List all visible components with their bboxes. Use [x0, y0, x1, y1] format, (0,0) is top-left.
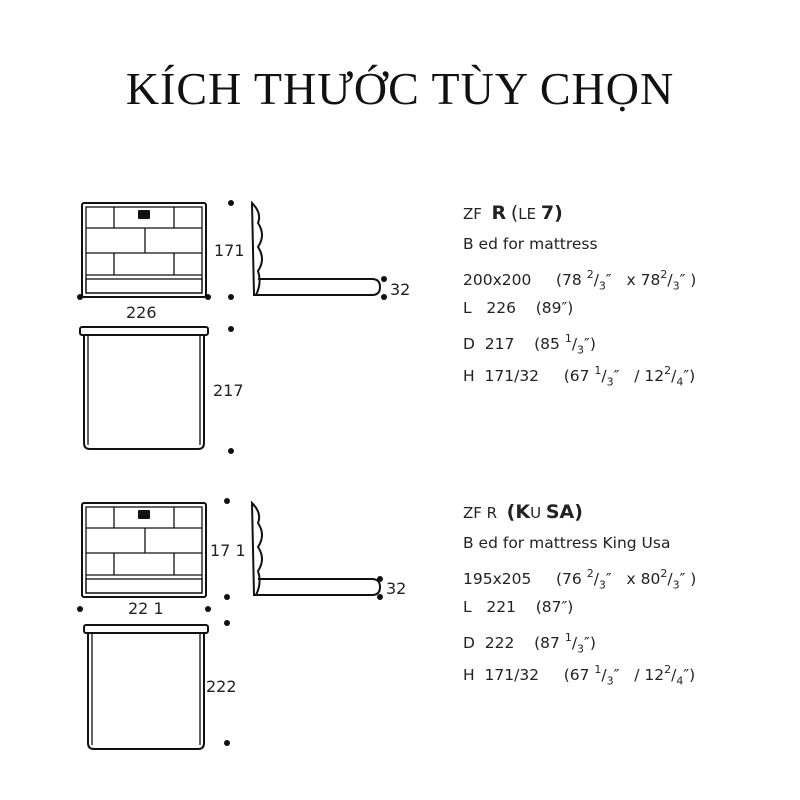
plan-headboard [83, 624, 209, 634]
dim-base: 32 [386, 579, 407, 598]
bed-drawing-2: 17 1 22 1 222 32 [0, 495, 460, 785]
headboard-side [250, 200, 263, 296]
length-row: L 221 (87″) [463, 598, 574, 616]
depth-row: D 217 (85 1/3″) [463, 332, 596, 357]
bed-line-drawing [77, 200, 387, 454]
dim-height: 17 1 [210, 541, 246, 560]
description: B ed for mattress [463, 235, 598, 253]
logo-badge [138, 210, 150, 219]
dim-height: 171 [214, 241, 245, 260]
spec-block-2: ZF R (KU SA) B ed for mattress King Usa … [463, 497, 793, 687]
model-code: ZF R (LE 7) [463, 202, 563, 224]
bed-line-drawing [77, 498, 383, 750]
dim-depth: 222 [206, 677, 237, 696]
height-row: H 171/32 (67 1/3″ / 122/4″) [463, 364, 696, 389]
dim-width: 22 1 [128, 599, 164, 618]
headboard-front [81, 502, 207, 598]
model-code: ZF R (KU SA) [463, 501, 583, 523]
height-row: H 171/32 (67 1/3″ / 122/4″) [463, 663, 696, 688]
dim-depth: 217 [213, 381, 244, 400]
dim-base: 32 [390, 280, 411, 299]
depth-row: D 222 (87 1/3″) [463, 631, 596, 656]
plan-headboard [79, 326, 209, 336]
dim-width: 226 [126, 303, 157, 322]
logo-badge [138, 510, 150, 519]
spec-block-1: ZF R (LE 7) B ed for mattress 200x200 (7… [463, 198, 793, 388]
length-row: L 226 (89″) [463, 299, 574, 317]
headboard-front [81, 202, 207, 298]
plan-frame [83, 335, 205, 450]
mattress-size: 200x200 (78 2/3″ x 782/3″ ) [463, 268, 697, 293]
page-title: KÍCH THƯỚC TÙY CHỌN [125, 63, 675, 114]
headboard-side [250, 500, 263, 596]
bed-drawing-1: 171 226 217 32 [0, 195, 460, 485]
description: B ed for mattress King Usa [463, 534, 671, 552]
mattress-size: 195x205 (76 2/3″ x 802/3″ ) [463, 567, 697, 592]
plan-frame [87, 633, 205, 750]
